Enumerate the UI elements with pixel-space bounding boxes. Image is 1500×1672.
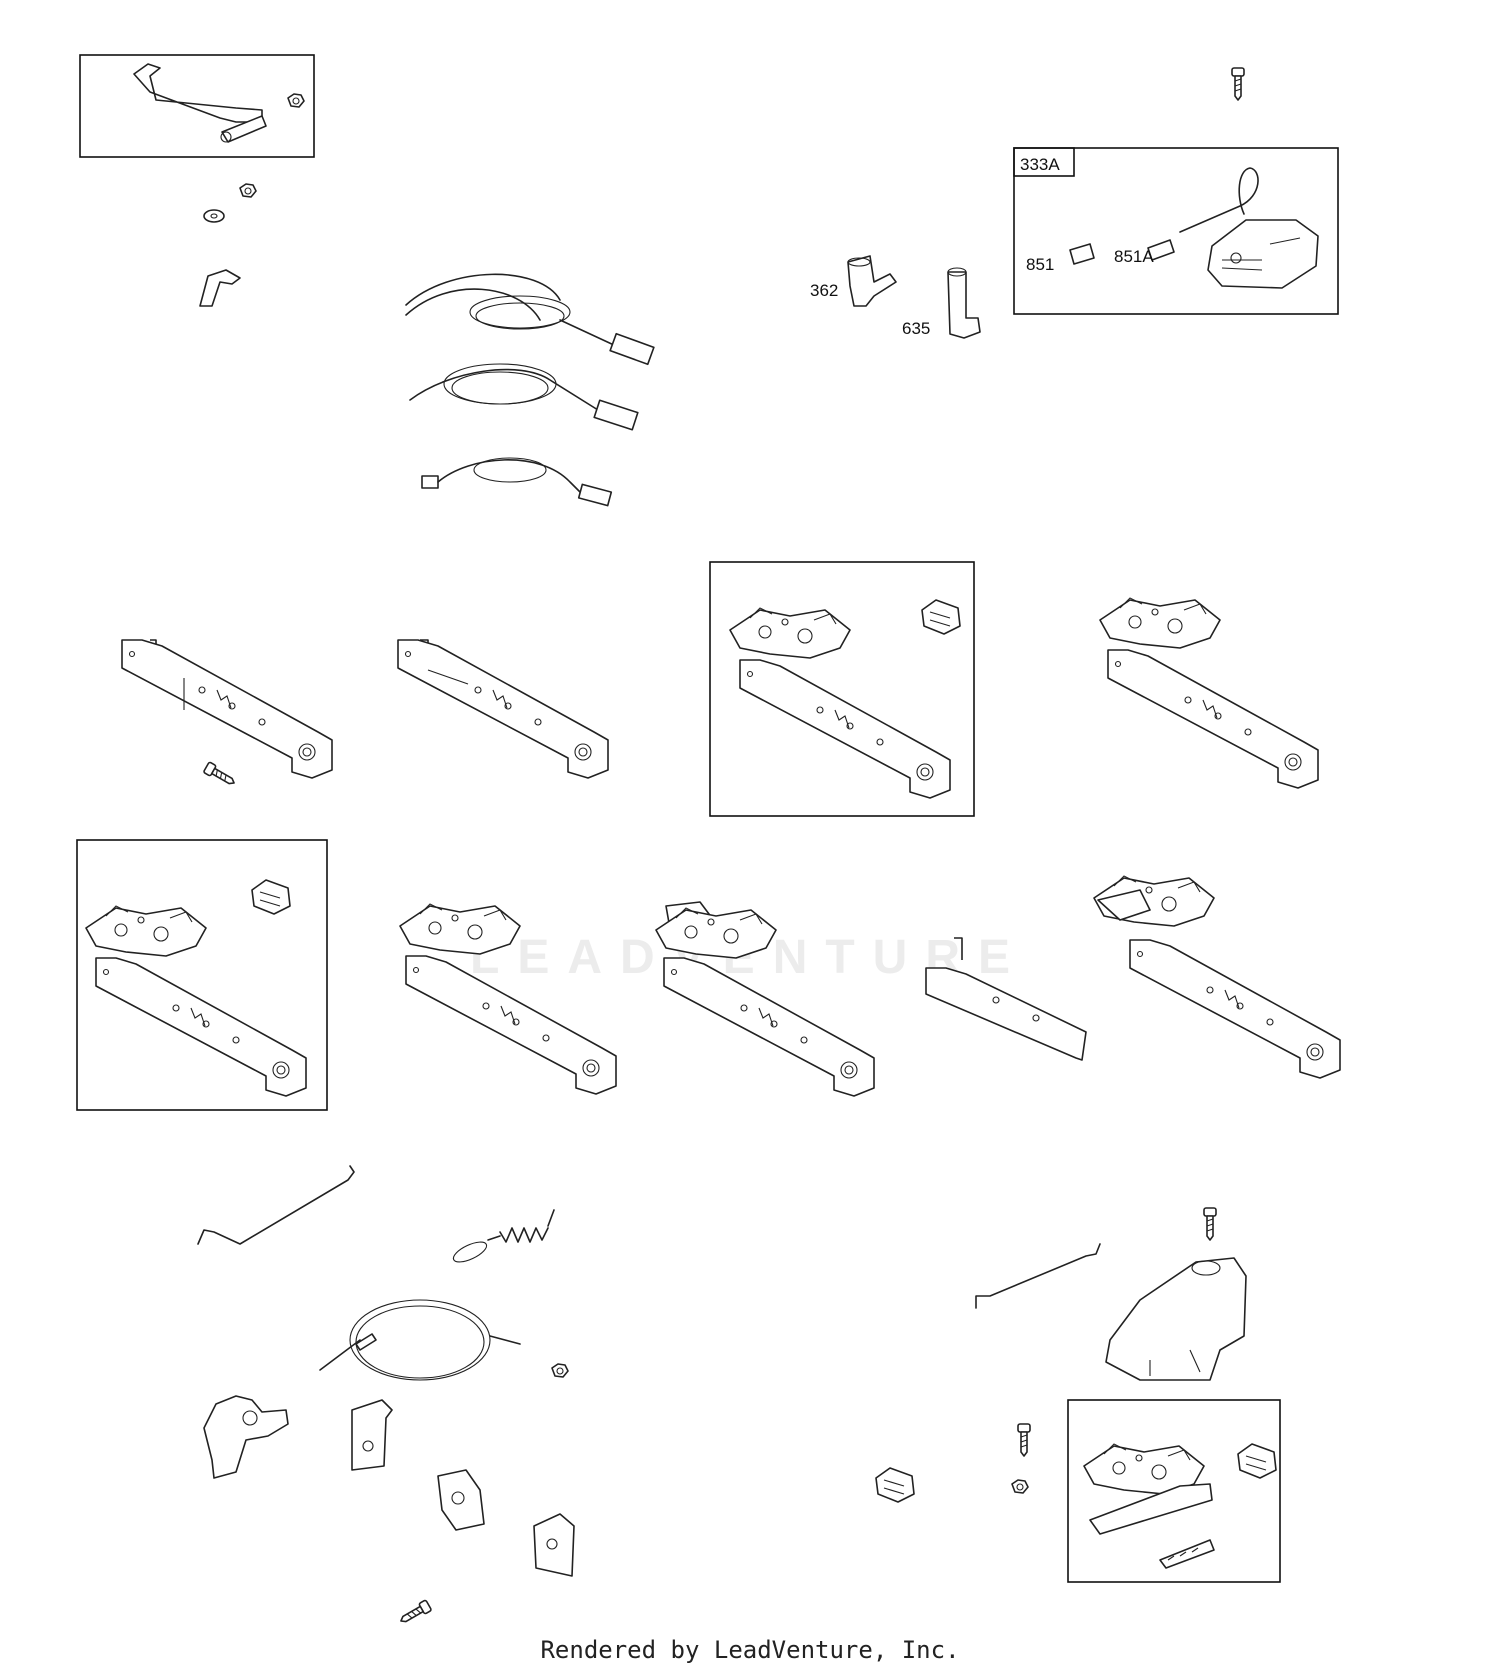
throttle-lever: [203, 1395, 289, 1479]
bracket-7: [655, 901, 875, 1097]
bracket-9: [1093, 875, 1341, 1079]
footer-credit: Rendered by LeadVenture, Inc.: [540, 1636, 960, 1664]
wire-harness-group: [405, 273, 655, 507]
callout-635: 635: [902, 319, 930, 338]
bracket-1: [121, 639, 333, 779]
choke-link-rod: [975, 1243, 1101, 1309]
cable-clamp-1: [351, 1399, 393, 1471]
cable-nut: [551, 1363, 569, 1378]
small-clip: [875, 1467, 915, 1503]
cover-screw: [1203, 1207, 1217, 1241]
throttle-cable: [319, 1299, 521, 1381]
small-nut: [1011, 1479, 1029, 1494]
bracket-screw: [202, 761, 238, 789]
bracket-kit-box-1: [709, 561, 975, 817]
cable-clamp-2: [437, 1469, 485, 1531]
spark-plug-boot-635: 635: [902, 267, 981, 339]
armature-box-333A: 333A 851 851A: [1013, 147, 1339, 315]
bracket-kit-box-2: [76, 839, 328, 1111]
cable-clamp-3: [533, 1513, 575, 1577]
bracket-2: [397, 639, 609, 779]
governor-spring: [452, 1209, 555, 1263]
bracket-6: [399, 903, 617, 1095]
callout-362: 362: [810, 281, 838, 300]
washer-and-nut: [203, 183, 257, 223]
bracket-8: [925, 937, 1087, 1061]
lever-kit-box: [79, 54, 315, 158]
top-screw: [1231, 67, 1245, 101]
choke-kit-box: [1067, 1399, 1281, 1583]
control-cover: [1105, 1257, 1247, 1381]
callout-333A: 333A: [1020, 155, 1060, 174]
governor-link-rod: [197, 1165, 355, 1245]
callout-851: 851: [1026, 255, 1054, 274]
bracket-4: [1099, 597, 1319, 789]
clamp-screw: [397, 1599, 433, 1627]
spark-plug-boot-362: 362: [810, 255, 897, 307]
callout-851A: 851A: [1114, 247, 1154, 266]
link-rod-small: [199, 269, 241, 307]
small-screw: [1017, 1423, 1031, 1457]
